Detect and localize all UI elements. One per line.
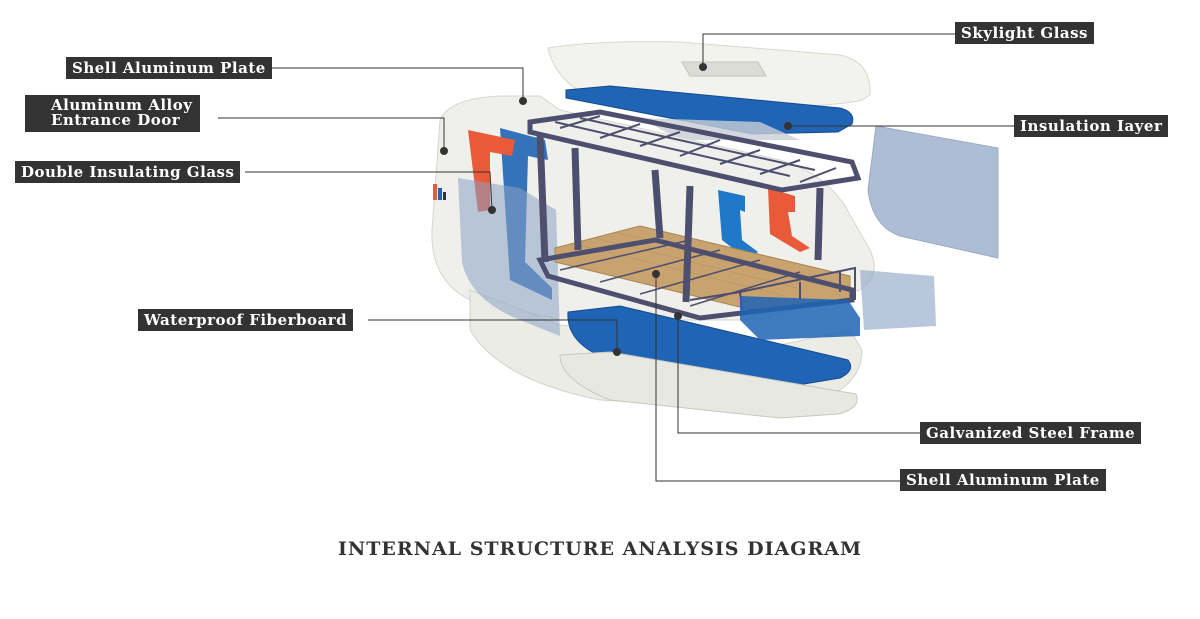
skylight-insulation-panel (565, 85, 854, 135)
label-shell-aluminum-plate-top: Shell Aluminum Plate (66, 57, 272, 79)
skylight-glass-pane (640, 118, 800, 140)
label-aluminum-alloy-line1: Aluminum Alloy (51, 96, 193, 114)
glass-panel-left (458, 178, 560, 336)
bottom-shell-base (559, 351, 858, 419)
leader-lines (218, 33, 1018, 482)
label-insulation-layer: Insulation Iayer (1014, 115, 1169, 137)
diagram-caption: INTERNAL STRUCTURE ANALYSIS DIAGRAM (337, 538, 863, 560)
cabin-logo-mark (433, 184, 446, 200)
label-waterproof-fiberboard: Waterproof Fiberboard (138, 309, 354, 331)
glass-panel-right-lower (860, 270, 936, 330)
label-double-insulating-glass: Double Insulating Glass (15, 161, 241, 183)
leader-dots (440, 63, 792, 356)
label-shell-aluminum-plate-bottom: Shell Aluminum Plate (900, 469, 1106, 491)
bottom-insulation-tray (567, 305, 852, 389)
label-aluminum-alloy-line2: Entrance Door (51, 111, 181, 129)
side-seat-block (740, 296, 860, 340)
label-galvanized-steel-frame: Galvanized Steel Frame (920, 422, 1142, 444)
insulation-arch-right (718, 190, 758, 260)
door-frame-right (768, 188, 810, 252)
label-aluminum-alloy-entrance-door: Aluminum Alloy Entrance Door (25, 95, 201, 132)
skylight-opening (681, 61, 767, 77)
glass-panel-right-upper (867, 125, 999, 259)
steel-frame (527, 109, 862, 321)
label-skylight-glass: Skylight Glass (955, 22, 1094, 44)
